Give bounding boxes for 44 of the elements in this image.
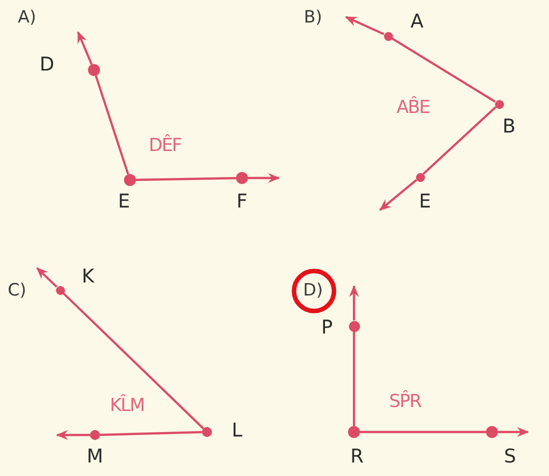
point-dot	[494, 100, 504, 108]
ray-arrow	[76, 31, 93, 65]
line-segment	[94, 75, 130, 175]
ray-arrow	[36, 267, 58, 288]
line-segment	[422, 106, 496, 175]
point-dot	[348, 426, 360, 438]
point-dot	[88, 64, 100, 76]
point-label: M	[86, 448, 104, 466]
part-label: A)	[18, 10, 36, 26]
ray-arrow	[498, 427, 529, 437]
point-label: S	[504, 448, 516, 466]
point-label: L	[232, 422, 242, 440]
ray-arrow	[248, 173, 280, 183]
part-label: B)	[304, 10, 322, 26]
line-segment	[136, 177, 236, 181]
point-dot	[56, 286, 64, 294]
ray-arrow	[379, 179, 418, 211]
line-segment	[62, 292, 204, 430]
ray-arrow	[349, 285, 359, 320]
line-segment	[352, 332, 356, 426]
part-label: D)	[303, 282, 323, 300]
line-segment	[100, 431, 202, 436]
point-label: P	[321, 318, 333, 338]
point-dot	[124, 174, 136, 186]
point-dot	[416, 172, 424, 182]
point-dot	[202, 427, 212, 437]
point-label: B	[502, 118, 516, 136]
part-label: C)	[8, 282, 26, 300]
point-dot	[348, 320, 360, 332]
ray-arrow	[345, 16, 384, 36]
point-label: E	[419, 192, 431, 212]
point-label: F	[236, 192, 248, 212]
point-dot	[384, 32, 392, 40]
point-label: D	[40, 56, 54, 74]
point-label: E	[118, 192, 130, 212]
point-label: R	[350, 448, 364, 466]
point-dot	[236, 172, 248, 184]
point-dot	[486, 426, 498, 438]
point-label: K	[82, 268, 94, 286]
line-segment	[360, 430, 486, 434]
ray-arrow	[56, 430, 90, 440]
point-dot	[90, 430, 100, 440]
point-label: A	[410, 12, 424, 32]
line-segment	[391, 37, 496, 103]
